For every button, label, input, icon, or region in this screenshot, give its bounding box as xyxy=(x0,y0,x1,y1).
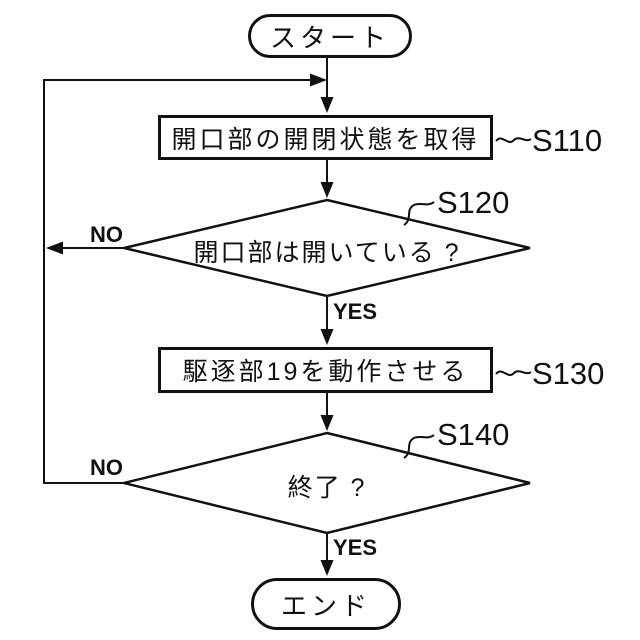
process-node-s110: 開口部の開閉状態を取得 xyxy=(158,115,493,160)
branch-label-yes-s140: YES xyxy=(333,535,378,560)
arrowhead-into-s140 xyxy=(320,415,334,431)
start-node: スタート xyxy=(248,14,412,58)
branch-label-yes-s120: YES xyxy=(333,299,378,324)
callout-squiggle-s110 xyxy=(495,137,532,143)
step-label-s130: S130 xyxy=(532,356,605,391)
arrowhead-into-s120 xyxy=(320,182,334,198)
process-s110-label: 開口部の開閉状態を取得 xyxy=(171,125,480,154)
feedback-rail-line xyxy=(43,79,316,483)
step-label-s120: S120 xyxy=(437,185,510,220)
arrowhead-into-s130 xyxy=(320,329,334,345)
arrowhead-into-s110 xyxy=(320,97,334,113)
process-node-s130: 駆逐部19を動作させる xyxy=(158,347,493,393)
callout-squiggle-s140 xyxy=(403,434,435,459)
callout-squiggle-s130 xyxy=(495,370,532,376)
process-s130-label: 駆逐部19を動作させる xyxy=(182,358,469,386)
branch-label-no-s140: NO xyxy=(90,455,123,480)
branch-label-no-s120: NO xyxy=(90,222,123,247)
decision-s120-label: 開口部は開いている ? xyxy=(193,239,461,267)
arrowhead-feedback-join xyxy=(310,73,327,87)
callout-squiggle-s120 xyxy=(403,201,435,226)
start-node-label: スタート xyxy=(269,22,390,53)
step-label-s110: S110 xyxy=(532,123,603,158)
step-label-s140: S140 xyxy=(437,417,510,452)
end-node: エンド xyxy=(251,578,401,630)
arrowhead-into-end xyxy=(320,560,334,576)
arrowhead-no-s120 xyxy=(46,241,63,255)
end-node-label: エンド xyxy=(280,590,371,621)
decision-s140-label: 終了 ? xyxy=(287,474,367,502)
